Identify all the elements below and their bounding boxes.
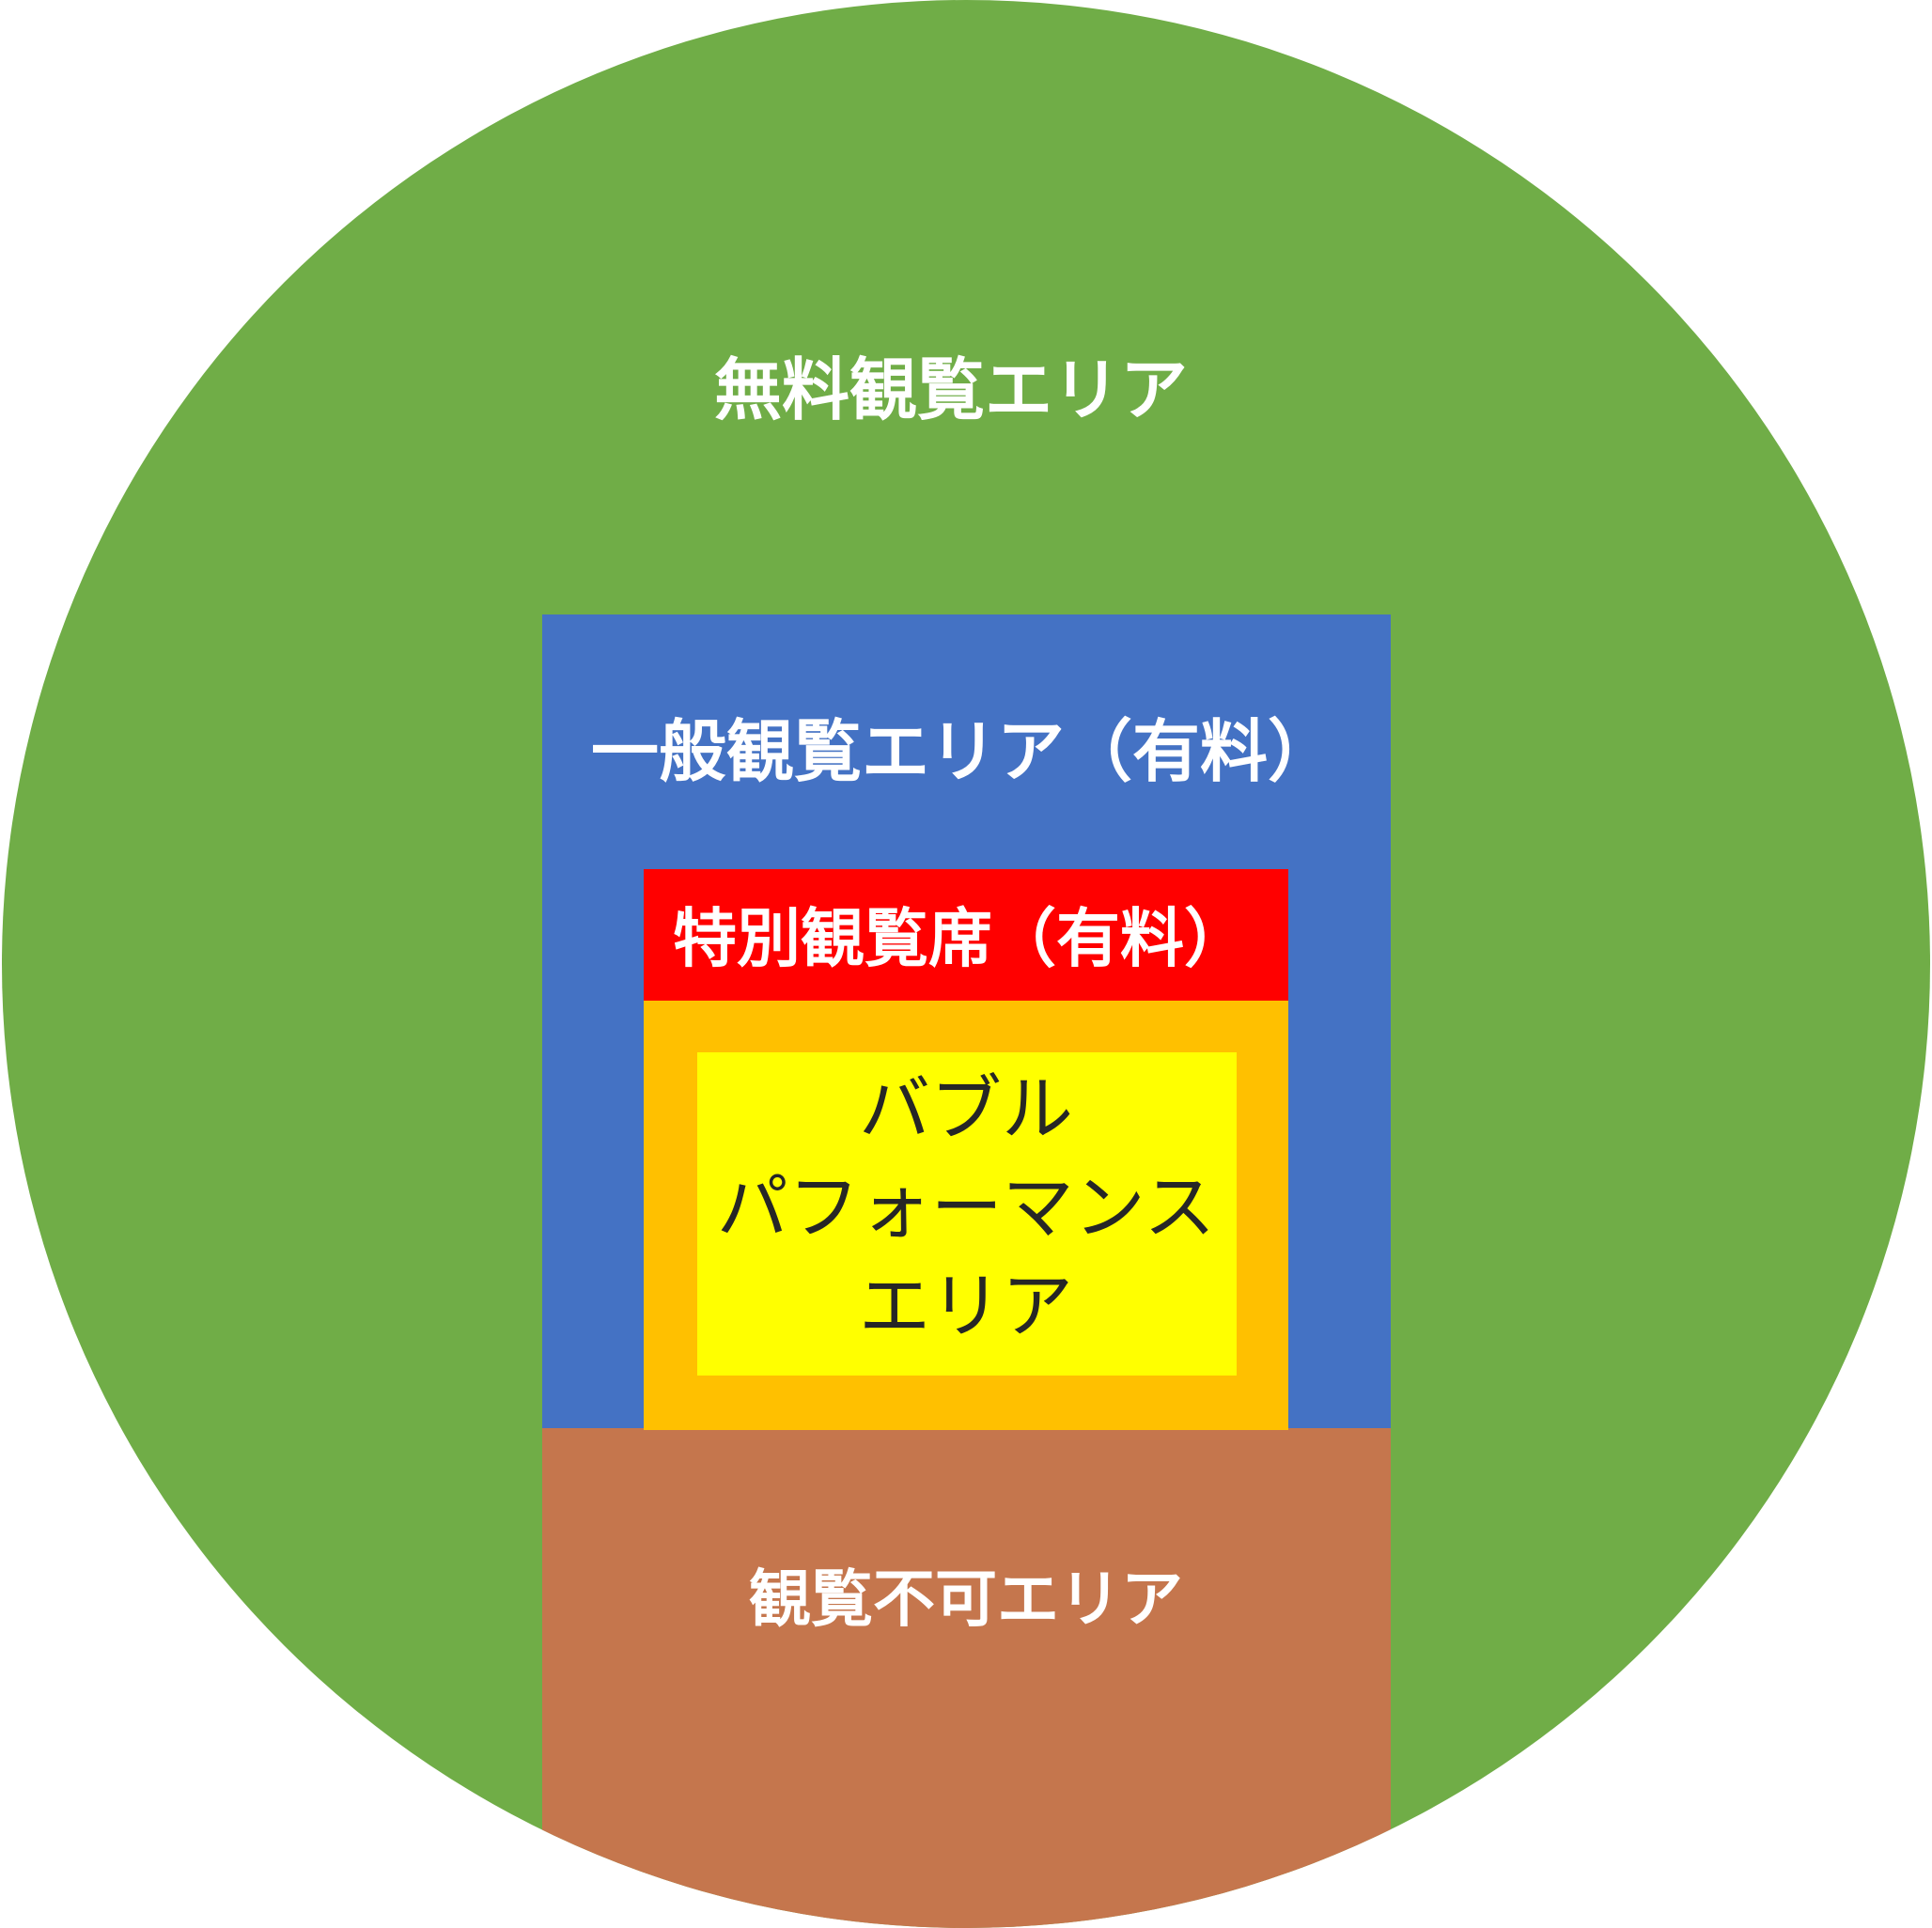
free-viewing-area-label: 無料観覧エリア — [714, 350, 1188, 429]
general-viewing-area-label: 一般観覧エリア（有料） — [591, 712, 1335, 791]
bubble-area-label-line-1: バブル — [859, 1067, 1073, 1151]
bubble-area-label-line-3: エリア — [859, 1265, 1073, 1348]
special-seating-area-label: 特別観覧席（有料） — [673, 903, 1248, 977]
bubble-performance-area — [697, 1052, 1237, 1376]
no-viewing-area-label: 観覧不可エリア — [749, 1563, 1183, 1636]
bubble-area-label-line-2: パフォーマンス — [717, 1166, 1215, 1250]
special-seating-area — [644, 869, 1288, 1001]
no-viewing-area — [542, 1428, 1391, 1928]
